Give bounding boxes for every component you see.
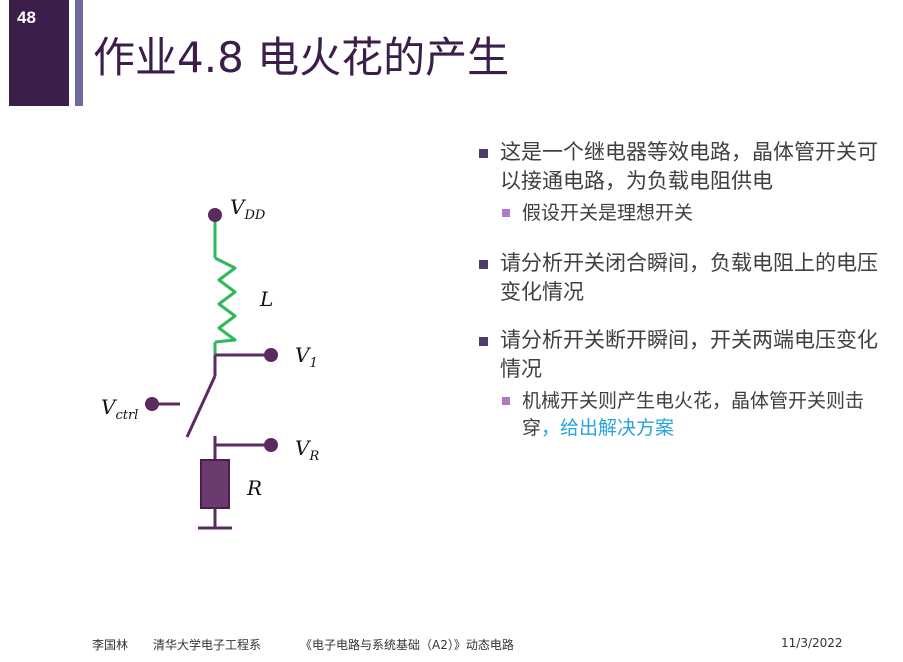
bullet-1-text: 这是一个继电器等效电路，晶体管开关可以接通电路，为负载电阻供电 [500,140,878,193]
bullet-1: 这是一个继电器等效电路，晶体管开关可以接通电路，为负载电阻供电 [478,138,898,196]
bullet-3: 请分析开关断开瞬间，开关两端电压变化情况 [478,326,898,384]
vctrl-label: Vctrl [101,395,138,423]
bullet-marker [479,337,488,346]
bullet-list: 这是一个继电器等效电路，晶体管开关可以接通电路，为负载电阻供电 假设开关是理想开… [478,138,898,464]
resistor [200,459,230,509]
inductor-label: L [259,287,273,311]
v1-node [264,348,278,362]
sub-bullet-marker [502,209,510,217]
slide-number: 48 [17,8,36,27]
bullet-marker [479,260,488,269]
vdd-label: VDD [230,195,266,223]
slide-number-box: 48 [9,0,69,106]
switch-blade [185,375,217,438]
circuit-diagram: VDD L V1 Vctrl VR R [101,195,319,530]
bullet-1-sub: 假设开关是理想开关 [478,200,898,227]
bullet-3-sub-text: 机械开关则产生电火花，晶体管开关则击穿 [522,390,865,439]
footer-course: 《电子电路与系统基础（A2）》动态电路 [300,638,514,652]
bullet-3-sub: 机械开关则产生电火花，晶体管开关则击穿，给出解决方案 [478,388,898,442]
vdd-node [208,208,222,222]
inductor [214,256,237,344]
footer-dept: 清华大学电子工程系 [153,638,262,652]
bullet-marker [479,149,488,158]
resistor-label: R [246,476,262,500]
solution-link[interactable]: ，给出解决方案 [541,417,675,439]
slide-title: 作业4.8 电火花的产生 [93,33,510,82]
bullet-3-text: 请分析开关断开瞬间，开关两端电压变化情况 [500,328,878,381]
footer-date: 11/3/2022 [781,636,843,650]
bullet-2-text: 请分析开关闭合瞬间，负载电阻上的电压变化情况 [500,251,878,304]
vr-label: VR [295,436,319,464]
v1-label: V1 [295,343,318,371]
bullet-1-sub-text: 假设开关是理想开关 [522,202,694,224]
sub-bullet-marker [502,397,510,405]
bullet-2: 请分析开关闭合瞬间，负载电阻上的电压变化情况 [478,249,898,307]
vr-node [264,438,278,452]
title-accent-bar [75,0,83,106]
footer-author: 李国林 [92,638,129,652]
